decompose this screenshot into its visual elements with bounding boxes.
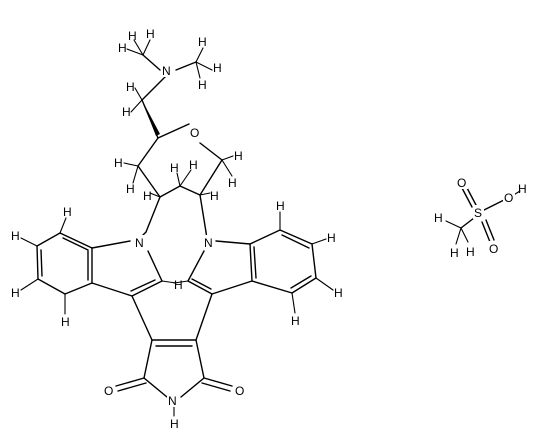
h-atom: H	[11, 229, 20, 243]
left-indole-n-label: N	[135, 236, 144, 250]
h-atom: H	[450, 246, 459, 260]
h-atom: H	[122, 105, 131, 119]
oxane-ring	[123, 99, 234, 233]
h-atom: H	[210, 189, 219, 203]
h-atom: H	[114, 156, 123, 170]
left-indole	[20, 217, 177, 315]
ring-o-label: O	[190, 126, 199, 140]
atom-labels: N O N N N H O O S O O O H	[103, 63, 527, 431]
h-atom: H	[434, 211, 443, 225]
h-atom: H	[198, 78, 207, 92]
methanesulfonic-acid	[445, 185, 521, 245]
sulfonyl-o2-label: O	[489, 242, 498, 256]
h-atom: H	[170, 161, 179, 175]
imide-h-label: H	[170, 417, 179, 431]
h-atom: H	[334, 286, 343, 300]
sulfur-label: S	[474, 206, 482, 220]
right-indole-n-label: N	[204, 236, 213, 250]
maleimide-ring	[115, 293, 233, 417]
right-indole	[173, 211, 334, 314]
h-atom: H	[143, 189, 152, 203]
h-atom: H	[61, 315, 70, 329]
h-atom: H	[128, 29, 137, 43]
h-atom: H	[466, 245, 475, 259]
h-atom: H	[198, 35, 207, 49]
h-atom: H	[291, 314, 300, 328]
h-atom: H	[11, 286, 20, 300]
right-carbonyl-o-label: O	[235, 384, 244, 398]
hydroxyl-o-label: O	[504, 191, 513, 205]
h-atom: H	[126, 182, 135, 196]
h-atom: H	[126, 80, 135, 94]
h-atom: H	[146, 27, 155, 41]
h-atom: H	[276, 199, 285, 213]
h-atom: H	[327, 231, 336, 245]
imide-n-label: N	[168, 394, 177, 408]
h-atom: H	[213, 61, 222, 75]
left-carbonyl-o-label: O	[104, 384, 113, 398]
sulfonyl-o1-label: O	[457, 176, 466, 190]
hydroxyl-h-label: H	[518, 182, 527, 196]
h-atom: H	[63, 205, 72, 219]
h-atom: H	[174, 278, 183, 292]
dimethylamino-group	[126, 39, 213, 113]
h-atom: H	[234, 149, 243, 163]
h-atom: H	[189, 158, 198, 172]
amine-n-label: N	[162, 64, 171, 78]
hydrogen-labels: H H H H H H H H H H H H H H H H H H H H …	[11, 27, 475, 329]
h-atom: H	[228, 176, 237, 190]
h-atom: H	[118, 41, 127, 55]
